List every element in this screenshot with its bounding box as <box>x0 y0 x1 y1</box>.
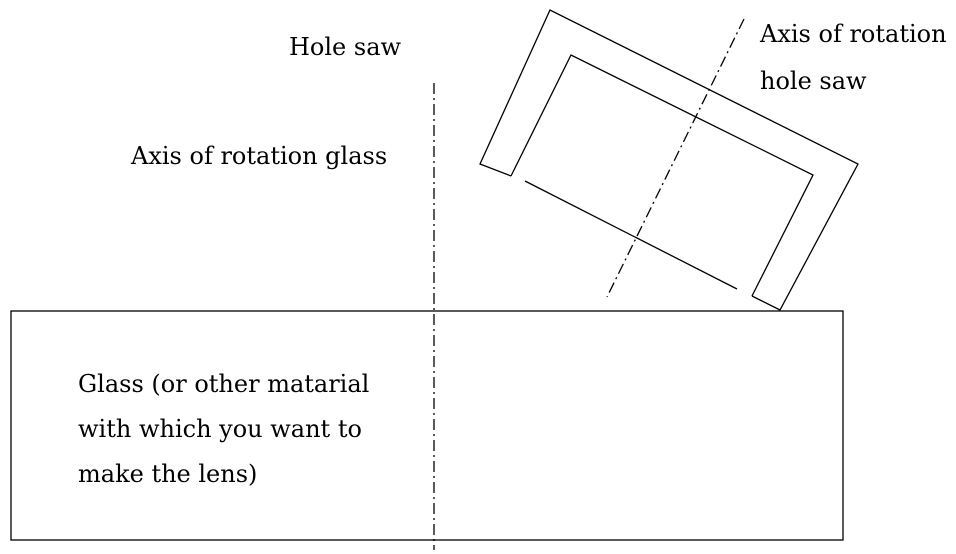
hole-saw-rotation-axis <box>606 18 745 298</box>
axis-hole-saw-label-line1: Axis of rotation <box>759 20 947 48</box>
axis-hole-saw-label-line2: hole saw <box>760 67 867 95</box>
glass-block <box>10 310 844 541</box>
glass-label-line2: with which you want to <box>78 415 362 443</box>
glass-label-line1: Glass (or other matarial <box>78 370 369 398</box>
hole-saw-label: Hole saw <box>289 33 402 61</box>
axis-glass-label: Axis of rotation glass <box>130 142 387 170</box>
hole-saw-inner-outline <box>510 54 814 297</box>
glass-label-line3: make the lens) <box>78 460 257 488</box>
hole-saw-cutting-edge <box>524 180 738 290</box>
hole-saw-outer-outline <box>479 9 859 311</box>
